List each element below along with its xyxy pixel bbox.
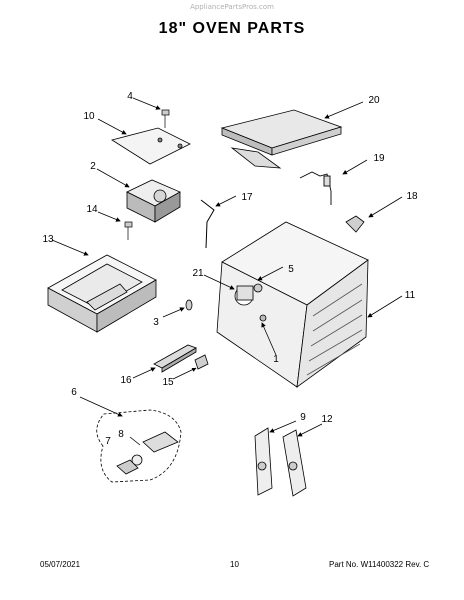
- callout-numbers: 1 2 3 4 5 6 7 8 9 10 11 12 13 14 15 16 1…: [42, 91, 418, 447]
- part-4-screw: [161, 109, 170, 128]
- callout-4: 4: [127, 91, 133, 102]
- part-6-light-assembly: [96, 409, 182, 483]
- part-20-top-panel: [220, 109, 343, 169]
- part-19-tube: [299, 171, 332, 205]
- part-11-oven-cavity: [216, 221, 369, 388]
- callout-14: 14: [86, 204, 98, 215]
- part-13-drip-tray: [47, 254, 157, 333]
- callout-8: 8: [118, 429, 124, 440]
- callout-20: 20: [368, 95, 380, 106]
- footer-page-number: 10: [230, 560, 239, 569]
- callout-6: 6: [71, 387, 77, 398]
- callout-17: 17: [241, 192, 253, 203]
- part-18-clip: [345, 215, 365, 233]
- part-2-motor: [126, 179, 181, 223]
- watermark: AppliancePartsPros.com: [190, 3, 274, 11]
- part-14-screw: [124, 221, 133, 240]
- callout-21: 21: [192, 268, 204, 279]
- part-17-probe: [200, 199, 215, 249]
- callout-9: 9: [300, 412, 306, 423]
- callout-2: 2: [90, 161, 96, 172]
- callout-10: 10: [83, 111, 95, 122]
- callout-16: 16: [120, 375, 132, 386]
- callout-1: 1: [273, 354, 279, 365]
- callout-5: 5: [288, 264, 294, 275]
- callout-19: 19: [373, 153, 385, 164]
- part-15-clip: [194, 354, 209, 370]
- callout-3: 3: [153, 317, 159, 328]
- part-9-hinge-bracket: [254, 427, 273, 496]
- callout-12: 12: [321, 414, 333, 425]
- part-10-bracket: [111, 127, 191, 165]
- callout-15: 15: [162, 377, 174, 388]
- footer-date: 05/07/2021: [40, 560, 81, 569]
- callout-7: 7: [105, 436, 111, 447]
- page-title: 18" OVEN PARTS: [158, 20, 306, 37]
- part-3-grommet: [185, 299, 193, 311]
- leader-lines: [51, 97, 403, 437]
- part-16-bracket: [153, 344, 197, 373]
- part-12-hinge-bracket: [282, 429, 307, 497]
- callout-13: 13: [42, 234, 54, 245]
- callout-18: 18: [406, 191, 418, 202]
- footer-part-number: Part No. W11400322 Rev. C: [329, 560, 430, 569]
- callout-11: 11: [405, 290, 416, 301]
